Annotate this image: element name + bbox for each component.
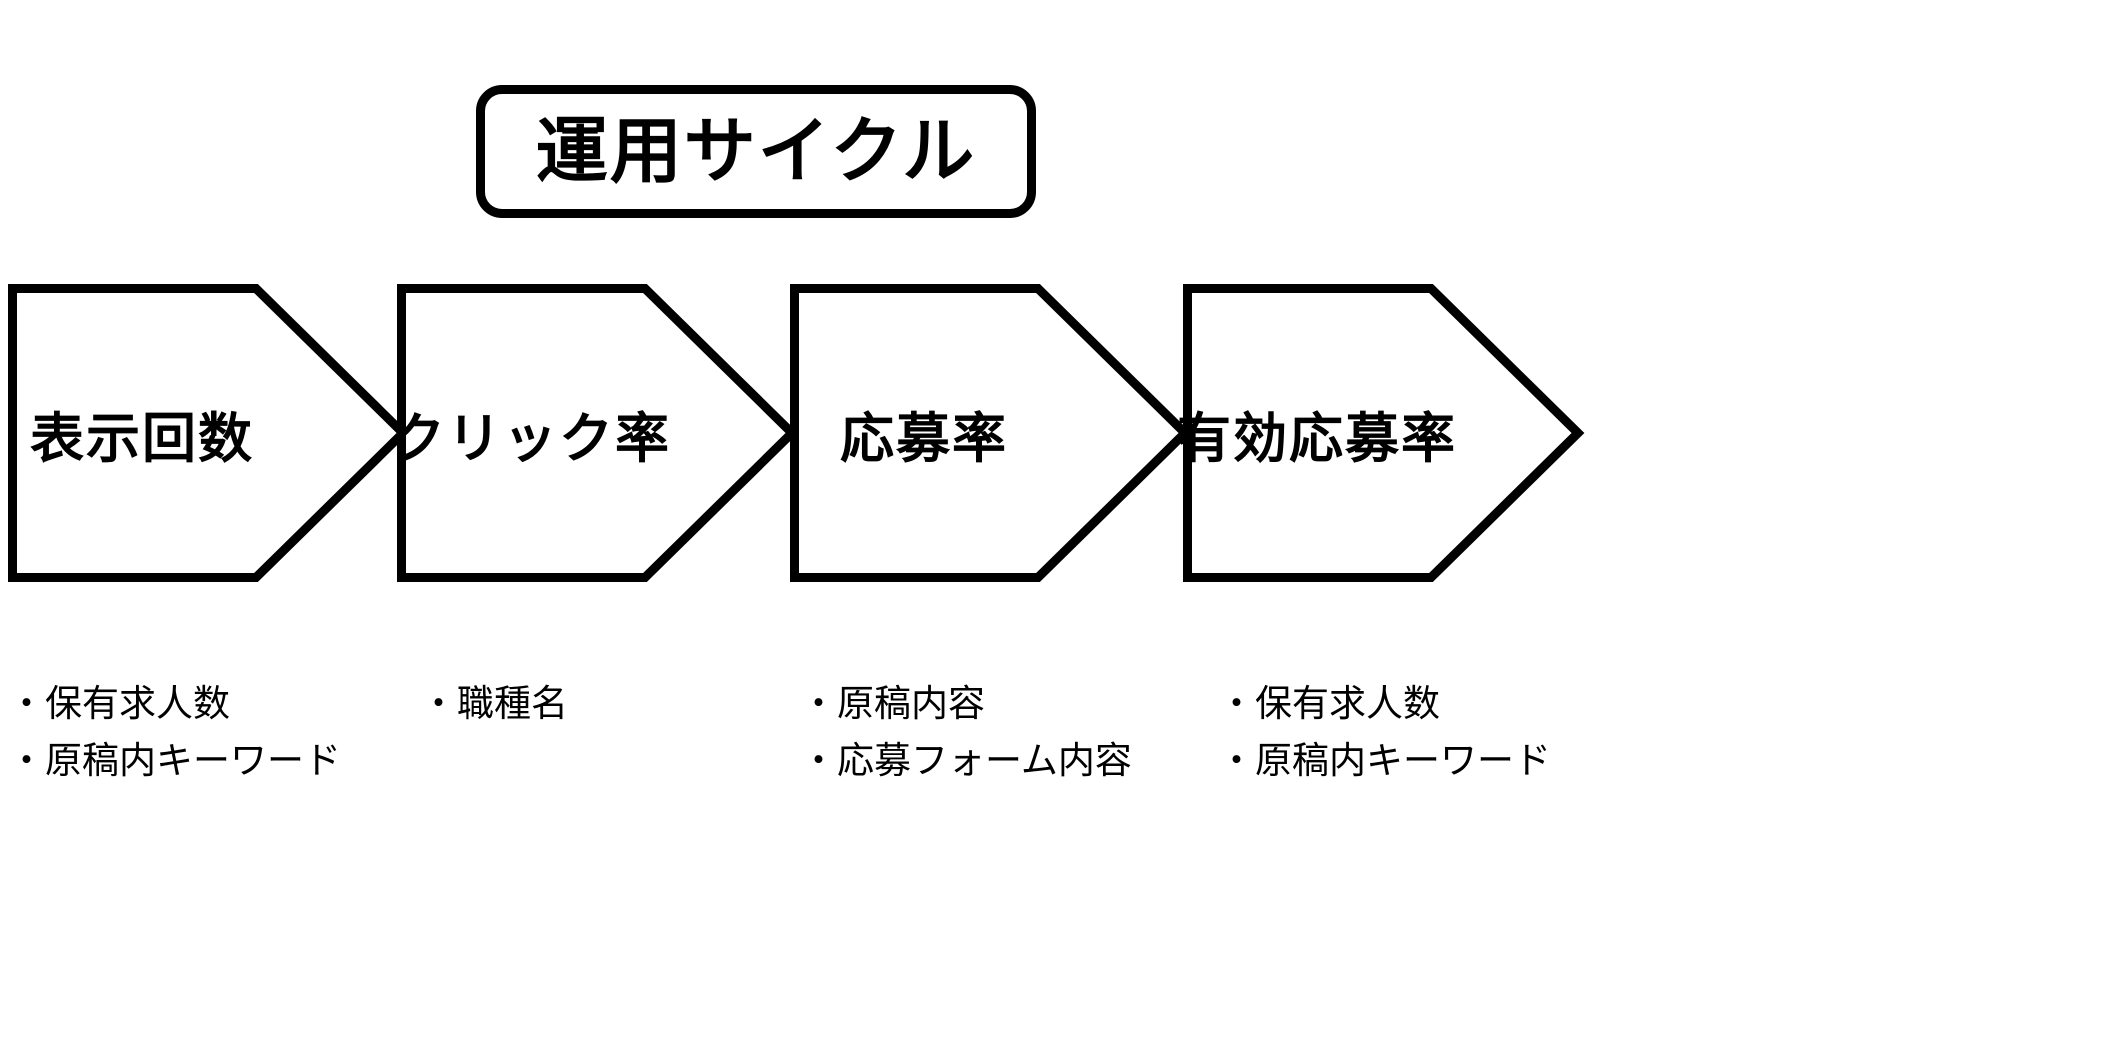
chevron-shape-icon (1183, 284, 1585, 582)
funnel-step-4[interactable]: 有効応募率 (1177, 284, 1585, 582)
notes-column-4: ・保有求人数 ・原稿内キーワード (1218, 675, 1551, 789)
chevron-shape-icon (790, 284, 1192, 582)
cycle-title-box: 運用サイクル (476, 85, 1036, 218)
funnel-step-1[interactable]: 表示回数 (8, 284, 410, 582)
funnel-step-3[interactable]: 応募率 (790, 284, 1192, 582)
funnel-chevron-row: 表示回数 クリック率 応募率 有効応募率 (0, 284, 2102, 584)
funnel-step-1-label: 表示回数 (30, 408, 254, 469)
funnel-step-4-label: 有効応募率 (1177, 408, 1457, 469)
note-item: ・原稿内キーワード (8, 740, 341, 781)
note-item: ・原稿内容 (800, 683, 985, 724)
note-item: ・応募フォーム内容 (800, 740, 1132, 781)
funnel-step-3-label: 応募率 (840, 408, 1008, 469)
funnel-step-2-label: クリック率 (391, 408, 671, 469)
notes-column-2: ・職種名 (420, 675, 568, 732)
note-item: ・保有求人数 (8, 683, 230, 724)
note-item: ・保有求人数 (1218, 683, 1440, 724)
funnel-step-2[interactable]: クリック率 (391, 284, 799, 582)
notes-column-1: ・保有求人数 ・原稿内キーワード (8, 675, 341, 789)
note-item: ・原稿内キーワード (1218, 740, 1551, 781)
funnel-notes: ・保有求人数 ・原稿内キーワード ・職種名 ・原稿内容 ・応募フォーム内容 ・保… (0, 675, 2102, 855)
note-item: ・職種名 (420, 683, 568, 724)
chevron-shape-icon (397, 284, 799, 582)
notes-column-3: ・原稿内容 ・応募フォーム内容 (800, 675, 1132, 789)
page-title: 運用サイクル (535, 111, 977, 192)
chevron-shape-icon (8, 284, 410, 582)
